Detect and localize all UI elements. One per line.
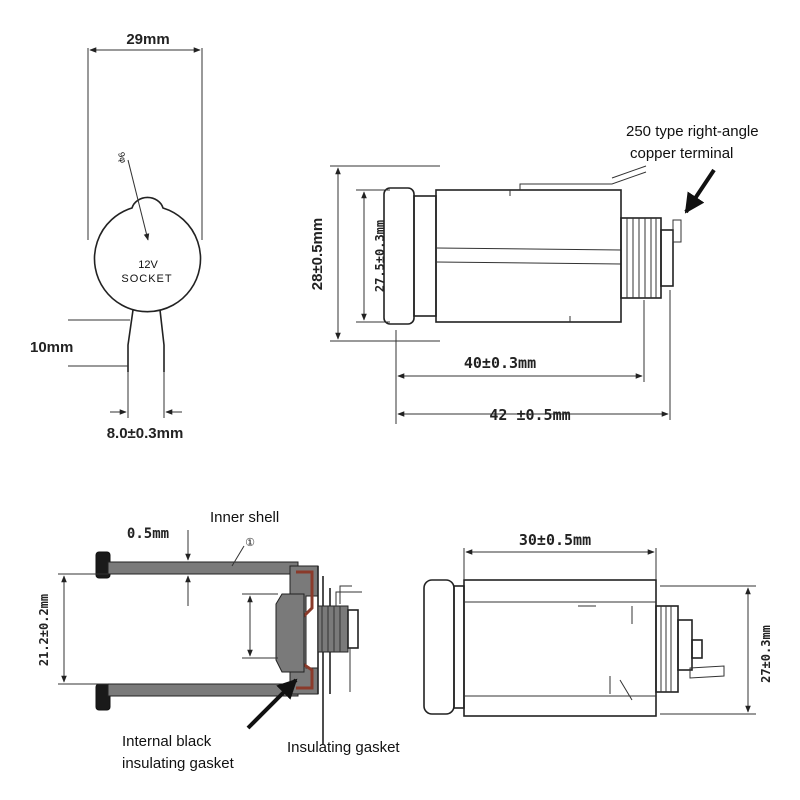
inner-shell-label: Inner shell xyxy=(210,509,279,526)
side-flange-rim xyxy=(413,195,437,317)
socket-text-socket: SOCKET xyxy=(121,273,172,285)
side-body xyxy=(435,189,622,323)
terminal-label-line2: copper terminal xyxy=(630,145,733,162)
dim-28mm: 28±0.5mm xyxy=(309,218,326,290)
dim-42mm: 42 ±0.5mm xyxy=(489,406,570,424)
internal-gasket-line1: Internal black xyxy=(122,733,212,750)
socket-outline xyxy=(93,196,202,313)
dim-10mm: 10mm xyxy=(30,339,73,356)
internal-gasket-line2: insulating gasket xyxy=(122,755,235,772)
dim-8mm: 8.0±0.3mm xyxy=(107,425,184,442)
socket-text-12v: 12V xyxy=(138,259,158,271)
dim-21-2mm: 21.2±0.2mm xyxy=(37,594,51,666)
side2-flange xyxy=(423,579,455,715)
dim-27-5mm: 27.5±0.3mm xyxy=(373,220,387,292)
side-flange xyxy=(383,187,415,325)
dim-30mm: 30±0.5mm xyxy=(519,531,591,549)
small-mark-9phi: 9φ xyxy=(116,151,129,164)
section-view: 0.5mm Inner shell ① 21.2±0.2mm Internal … xyxy=(37,509,400,772)
dim-0-5mm: 0.5mm xyxy=(127,526,169,542)
side-nut xyxy=(660,229,674,287)
circle-mark: ① xyxy=(245,537,255,549)
front-view: 29mm 12V SOCKET 9φ 10mm 8.0±0.3mm xyxy=(30,31,203,442)
insulating-gasket-label: Insulating gasket xyxy=(287,739,400,756)
dim-27mm: 27±0.3mm xyxy=(759,625,773,683)
side-view-2: 30±0.5mm 27±0.3mm xyxy=(423,531,773,717)
dim-40mm: 40±0.3mm xyxy=(464,354,536,372)
stem-left xyxy=(127,309,134,372)
side-view: 250 type right-angle copper terminal 28±… xyxy=(309,123,759,424)
stem-right xyxy=(159,309,165,372)
terminal-label-line1: 250 type right-angle xyxy=(626,123,759,140)
width-29-label: 29mm xyxy=(126,31,169,48)
